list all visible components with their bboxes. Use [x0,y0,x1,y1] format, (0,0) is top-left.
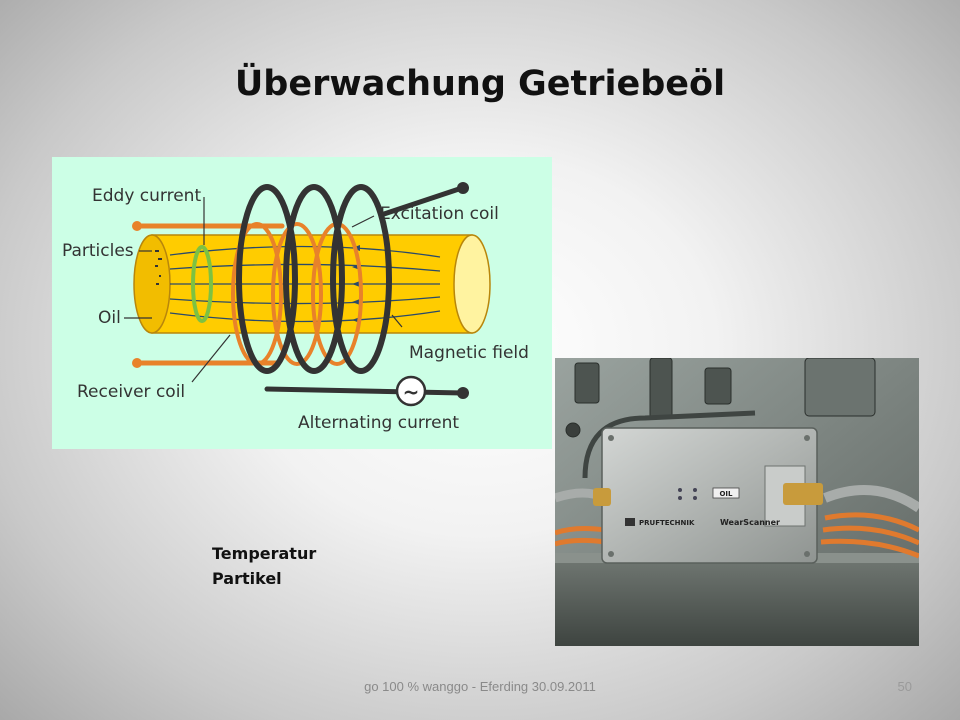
oil-pipe-right-end [453,234,491,334]
slide-title: Überwachung Getriebeöl [234,64,726,104]
eddy-current-label: Eddy current [92,186,201,206]
magnetic-field-label: Magnetic field [409,343,529,363]
upper-fittings [565,358,876,438]
label-pointer-lines [124,197,403,383]
oil-tag [712,487,740,499]
braided-hose-right [823,485,919,513]
gearbox-base [555,553,919,646]
box-screw-icon [804,435,810,441]
box-screw-icon [804,551,810,557]
wearscanner-photo: OIL PRUFTECHNIK WearScanner [555,358,919,646]
bullet-item-temperature: Temperatur [212,544,317,563]
excitation-coil-loops [236,184,392,374]
excitation-coil-lead-top [381,185,465,217]
brass-fitting-right [783,483,823,505]
photo-canvas: OIL PRUFTECHNIK WearScanner [555,358,919,646]
status-leds [678,488,697,500]
receiver-coil-terminal-bottom [132,358,142,368]
bullet-item-particles: Partikel [212,569,282,588]
sensor-principle-diagram: ~ Eddy current Particles Oil Receiver co… [52,157,552,449]
bullet-list: Temperatur Partikel [212,541,316,591]
box-screw-icon [608,435,614,441]
alternating-current-label: Alternating current [298,413,459,433]
ac-source-icon [395,375,427,407]
excitation-coil-terminal-top [457,182,469,194]
oil-label: Oil [98,308,121,328]
eddy-current-ring [191,245,213,323]
ac-wave-icon: ~ [403,380,420,404]
excitation-coil-terminal-bottom [457,387,469,399]
particles-label: Particles [62,241,134,261]
brass-fitting-left [593,488,611,506]
diagram-canvas: ~ Eddy current Particles Oil Receiver co… [62,182,529,433]
box-screw-icon [608,551,614,557]
excitation-coil-lead-bottom [264,386,466,396]
excitation-coil-label: Excitation coil [380,204,499,224]
page-number: 50 [897,679,912,694]
device-brand-label: PRUFTECHNIK [639,519,695,527]
device-name-label: WearScanner [720,518,780,527]
orange-cables [555,512,919,559]
receiver-coil-terminal-top [132,221,142,231]
oil-tag-label: OIL [719,490,733,498]
proftechnik-logo-icon [625,518,635,526]
particle-dots [155,250,162,285]
slide-footer: go 100 % wanggo - Eferding 30.09.2011 [364,679,596,694]
receiver-coil-label: Receiver coil [77,382,185,402]
